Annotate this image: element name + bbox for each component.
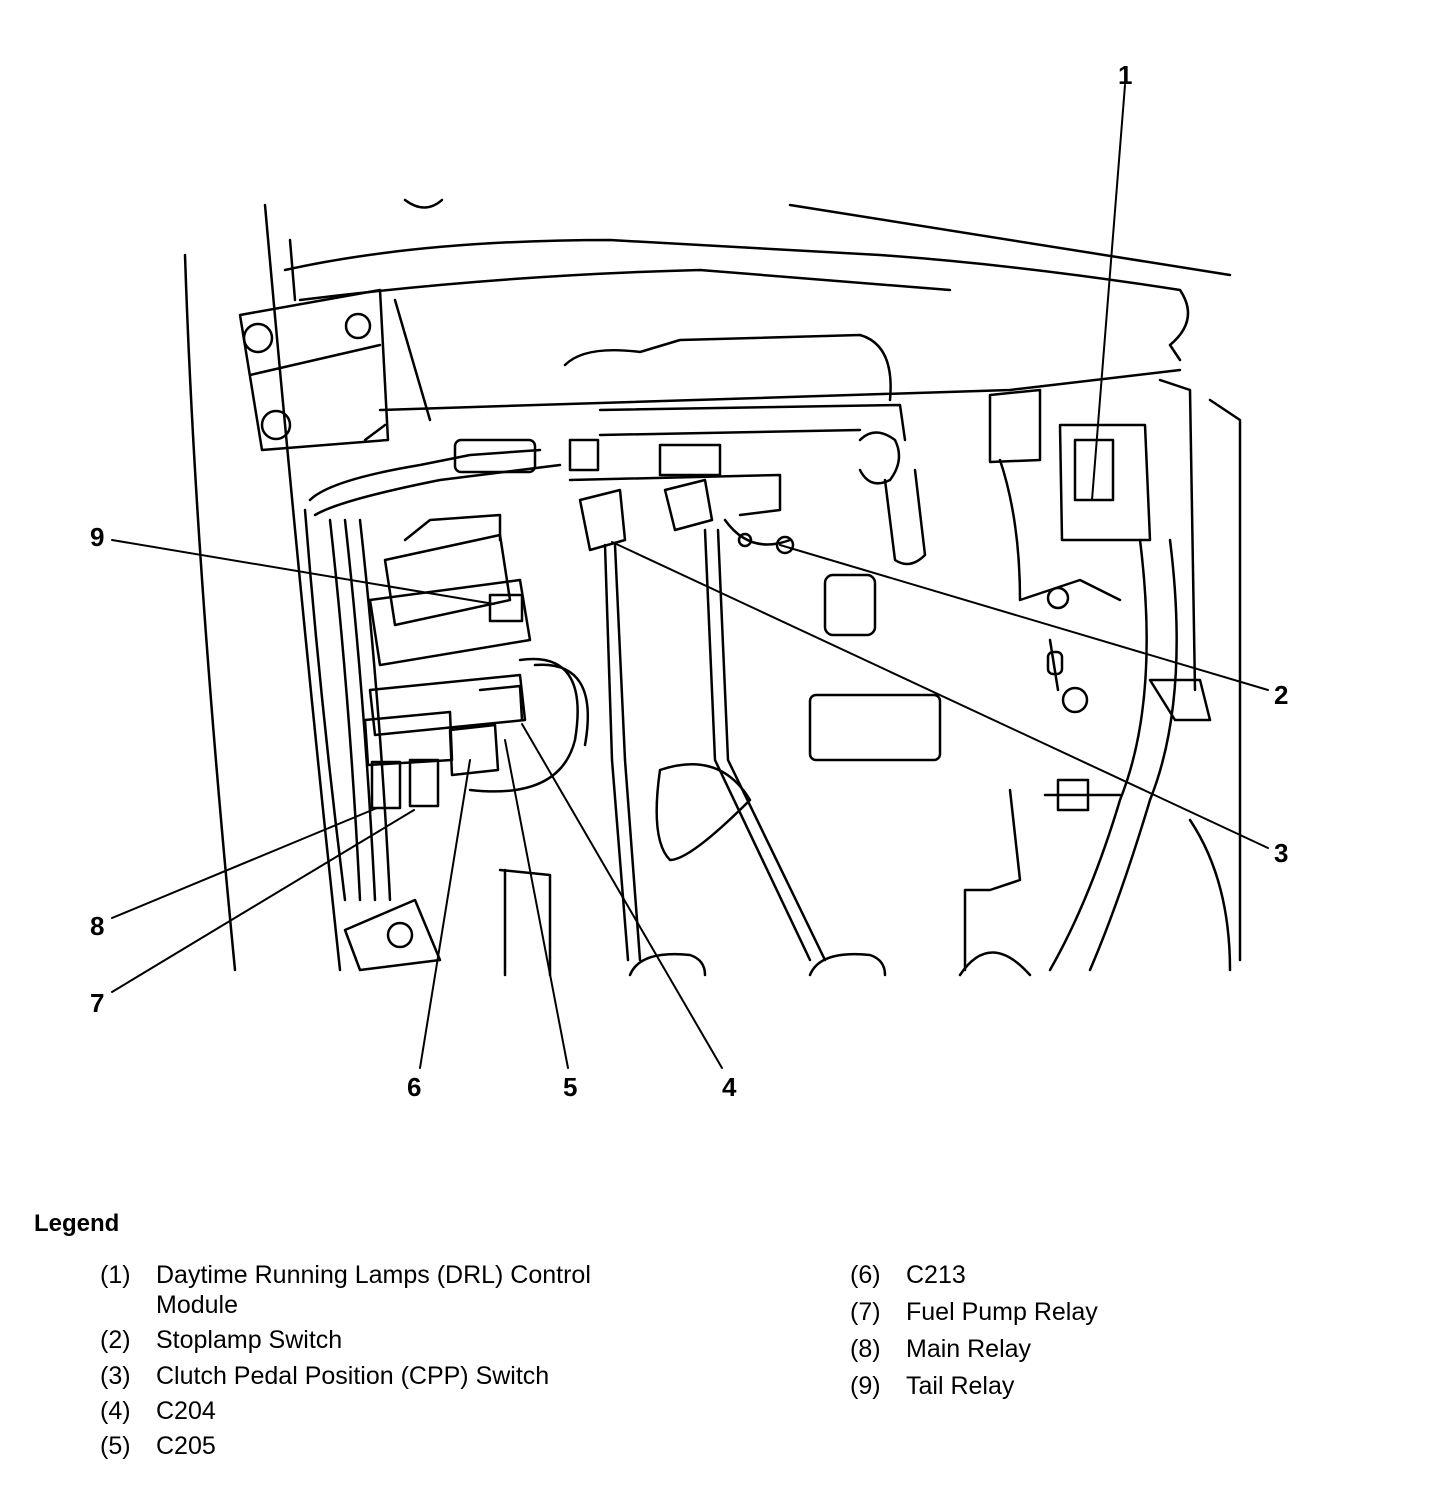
pedal-assembly bbox=[343, 528, 1032, 977]
drl-module-area bbox=[858, 378, 1242, 972]
door-hinge-bracket bbox=[238, 288, 390, 452]
legend: Legend (1) Daytime Running Lamps (DRL) C… bbox=[0, 1200, 1440, 1500]
callout-3: 3 bbox=[1274, 838, 1289, 868]
legend-item-text: C213 bbox=[906, 1261, 966, 1289]
component-locator-illustration: 1 2 3 4 5 6 7 8 9 bbox=[90, 60, 1289, 1102]
legend-item-number: (3) bbox=[100, 1362, 131, 1390]
legend-item-number: (2) bbox=[100, 1326, 131, 1354]
legend-item-number: (4) bbox=[100, 1397, 131, 1425]
callout-1: 1 bbox=[1118, 60, 1133, 90]
legend-item-text: Fuel Pump Relay bbox=[906, 1298, 1098, 1326]
callout-2: 2 bbox=[1274, 680, 1289, 710]
legend-item-text: C205 bbox=[156, 1432, 216, 1460]
legend-item-number: (7) bbox=[850, 1298, 881, 1326]
line-drawing bbox=[111, 84, 1269, 1069]
legend-item-text: Daytime Running Lamps (DRL) Control Modu… bbox=[156, 1261, 591, 1319]
legend-item-number: (5) bbox=[100, 1432, 131, 1460]
legend-item-text: Main Relay bbox=[906, 1335, 1032, 1363]
callout-6: 6 bbox=[407, 1072, 422, 1102]
callout-leader-lines bbox=[111, 84, 1269, 1069]
legend-item-number: (6) bbox=[850, 1261, 881, 1289]
legend-item-number: (1) bbox=[100, 1261, 131, 1289]
legend-item-number: (8) bbox=[850, 1335, 881, 1363]
relay-block bbox=[363, 513, 532, 810]
legend-item-text: Stoplamp Switch bbox=[156, 1326, 343, 1354]
legend-title: Legend bbox=[34, 1210, 120, 1237]
callout-8: 8 bbox=[90, 911, 105, 941]
legend-item-text: Tail Relay bbox=[906, 1372, 1015, 1400]
pedal-switch-connectors bbox=[568, 443, 795, 555]
legend-item-text: C204 bbox=[156, 1397, 216, 1425]
callout-4: 4 bbox=[722, 1072, 737, 1102]
callout-7: 7 bbox=[90, 988, 105, 1018]
wiring-harness bbox=[303, 438, 600, 902]
callout-5: 5 bbox=[563, 1072, 578, 1102]
legend-item-text: Clutch Pedal Position (CPP) Switch bbox=[156, 1362, 550, 1390]
legend-item-number: (9) bbox=[850, 1372, 881, 1400]
callout-9: 9 bbox=[90, 522, 105, 552]
